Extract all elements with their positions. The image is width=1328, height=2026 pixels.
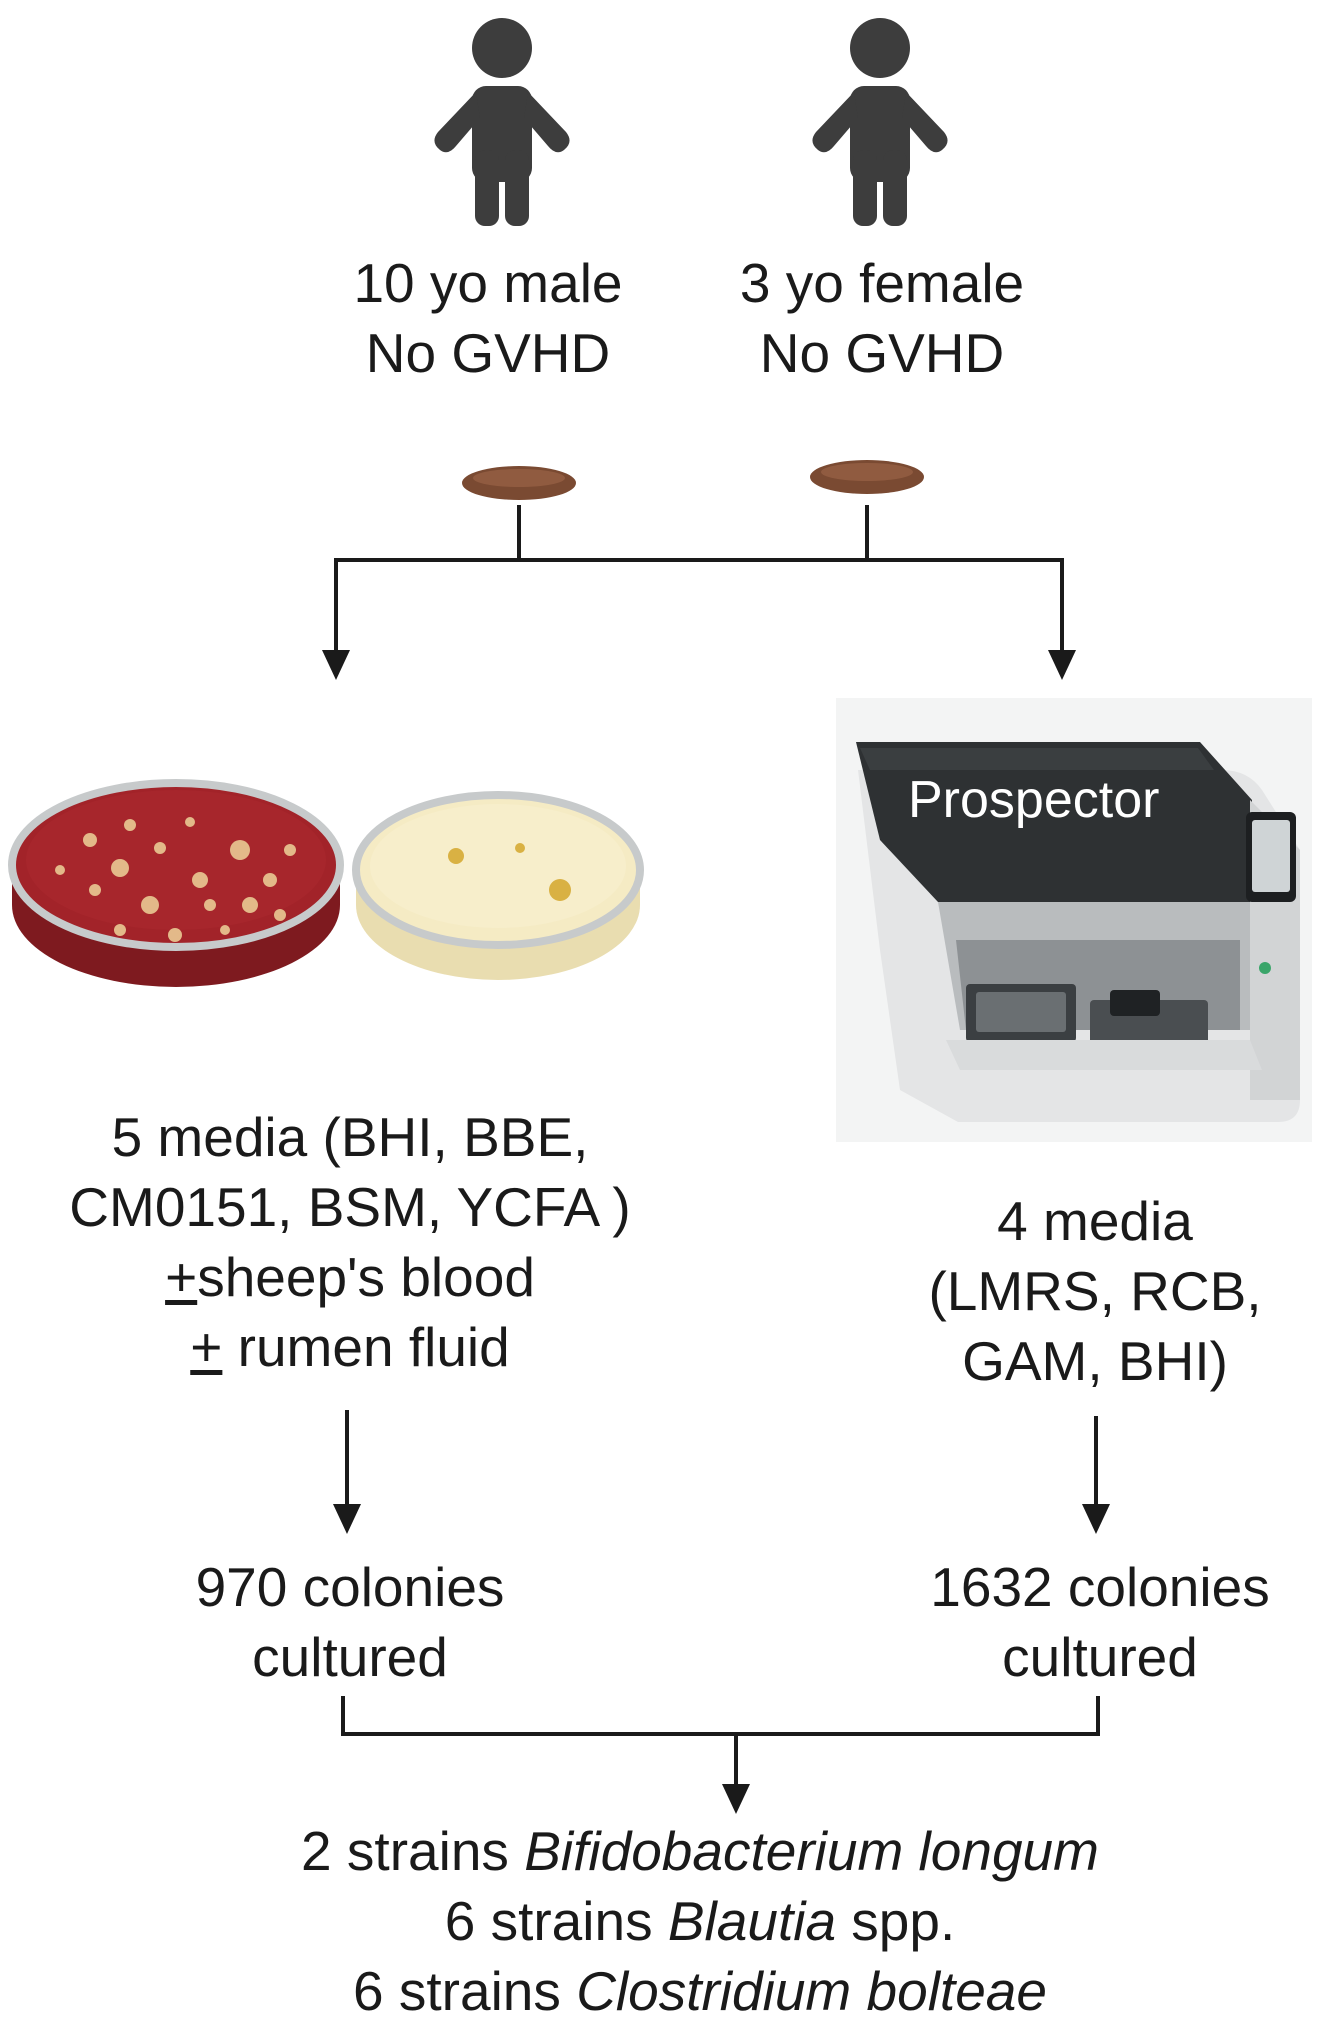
results-list: 2 strains Bifidobacterium longum 6 strai… bbox=[200, 1816, 1200, 2026]
blood-agar-plate-icon bbox=[8, 779, 344, 987]
right-colonies-label: 1632 colonies cultured bbox=[930, 1556, 1270, 1688]
stool-sample-icon-2 bbox=[810, 460, 924, 494]
female-donor-icon bbox=[812, 18, 948, 226]
arrowhead-left-1 bbox=[322, 650, 350, 680]
donor-status-male: No GVHD bbox=[365, 322, 611, 384]
left-media-description: 5 media (BHI, BBE, CM0151, BSM, YCFA ) +… bbox=[0, 1102, 700, 1382]
prospector-instrument-image bbox=[836, 698, 1312, 1142]
plus-minus-2: + bbox=[190, 1316, 223, 1378]
arrowhead-left-2 bbox=[333, 1504, 361, 1534]
right-media-line-3: GAM, BHI) bbox=[962, 1330, 1228, 1392]
arrowhead-right-2 bbox=[1082, 1504, 1110, 1534]
arrowhead-merge bbox=[722, 1784, 750, 1814]
left-supplement-1: +sheep's blood bbox=[165, 1246, 535, 1308]
male-donor-icon bbox=[434, 18, 570, 226]
result-clostridium: 6 strains Clostridium bolteae bbox=[353, 1960, 1047, 2022]
right-media-title: 4 media bbox=[997, 1190, 1193, 1252]
arrowhead-right-1 bbox=[1048, 650, 1076, 680]
donor-label-male: 10 yo male No GVHD bbox=[318, 248, 658, 388]
donor-age-male: 10 yo male bbox=[353, 252, 623, 314]
plain-agar-plate-icon bbox=[352, 791, 644, 980]
left-supplement-2: + rumen fluid bbox=[190, 1316, 510, 1378]
donor-label-female: 3 yo female No GVHD bbox=[712, 248, 1052, 388]
right-media-description: 4 media (LMRS, RCB, GAM, BHI) bbox=[870, 1186, 1320, 1396]
donor-status-female: No GVHD bbox=[759, 322, 1005, 384]
donor-age-female: 3 yo female bbox=[739, 252, 1025, 314]
result-bifidobacterium: 2 strains Bifidobacterium longum bbox=[301, 1820, 1099, 1882]
left-media-title: 5 media (BHI, BBE, bbox=[111, 1106, 589, 1168]
plus-minus-1: + bbox=[165, 1246, 198, 1308]
prospector-label: Prospector bbox=[908, 771, 1160, 829]
result-blautia: 6 strains Blautia spp. bbox=[444, 1890, 956, 1952]
merge-connector bbox=[341, 1696, 1100, 1786]
left-media-list: CM0151, BSM, YCFA ) bbox=[69, 1176, 631, 1238]
split-connector bbox=[334, 505, 1064, 652]
left-colonies-label: 970 colonies cultured bbox=[195, 1556, 505, 1688]
right-media-line-2: (LMRS, RCB, bbox=[928, 1260, 1262, 1322]
stool-sample-icon-1 bbox=[462, 466, 576, 500]
